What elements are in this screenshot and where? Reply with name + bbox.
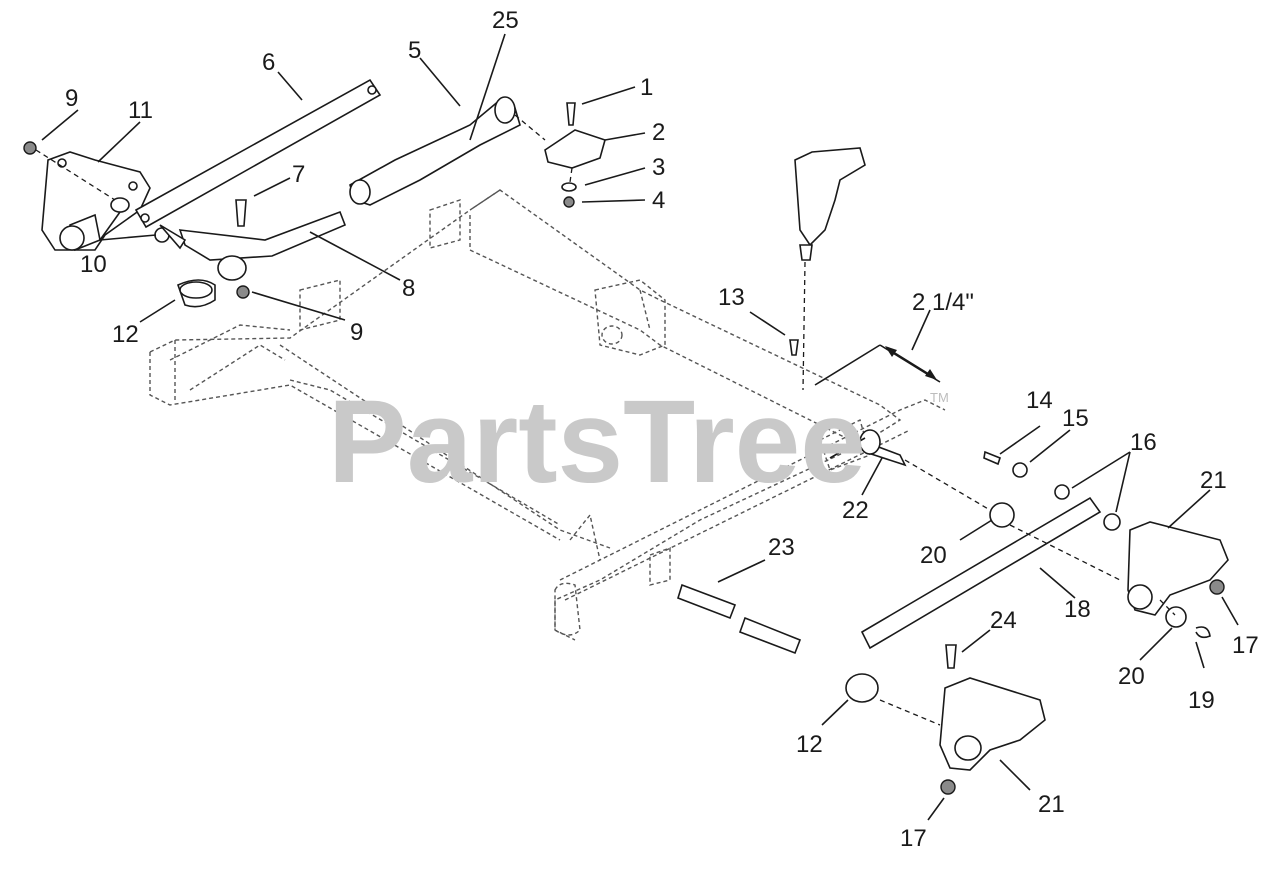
callout-11: 11 bbox=[128, 97, 153, 124]
right-lift-bar bbox=[860, 496, 1102, 650]
assembly-lines bbox=[35, 114, 1176, 726]
callout-1: 1 bbox=[640, 74, 653, 101]
parts bbox=[23, 78, 1229, 795]
clip bbox=[544, 129, 606, 169]
deck-frame bbox=[149, 189, 946, 641]
leader-lines bbox=[41, 33, 1239, 821]
dimension-label: 2 1/4" bbox=[912, 289, 974, 316]
callout-9: 9 bbox=[65, 85, 78, 112]
switch-assembly bbox=[794, 147, 866, 247]
callout-2: 2 bbox=[652, 119, 665, 146]
lift-arm bbox=[178, 210, 347, 261]
callout-17-lower: 17 bbox=[900, 825, 927, 852]
callout-5: 5 bbox=[408, 37, 421, 64]
callout-23: 23 bbox=[768, 534, 795, 561]
callout-16: 16 bbox=[1130, 429, 1157, 456]
callout-21-lower: 21 bbox=[1038, 791, 1065, 818]
callout-19: 19 bbox=[1188, 687, 1215, 714]
callout-6: 6 bbox=[262, 49, 275, 76]
callout-22: 22 bbox=[842, 497, 869, 524]
watermark-trademark: TM bbox=[930, 390, 949, 405]
callout-12-left: 12 bbox=[112, 321, 139, 348]
dimension-2-1-4: 2 1/4" bbox=[814, 289, 974, 386]
watermark: PartsTree TM bbox=[328, 376, 949, 508]
bolt bbox=[235, 199, 247, 227]
callouts: 9 11 6 5 25 1 2 3 4 7 8 9 10 12 13 14 15… bbox=[65, 7, 1259, 852]
callout-10: 10 bbox=[80, 251, 107, 278]
callout-15: 15 bbox=[1062, 405, 1089, 432]
pivot-rod bbox=[677, 583, 737, 620]
callout-14: 14 bbox=[1026, 387, 1053, 414]
callout-25: 25 bbox=[492, 7, 519, 34]
callout-21-upper: 21 bbox=[1200, 467, 1227, 494]
callout-13: 13 bbox=[718, 284, 745, 311]
callout-7: 7 bbox=[292, 161, 305, 188]
lift-bar bbox=[134, 78, 382, 229]
callout-3: 3 bbox=[652, 154, 665, 181]
nut bbox=[23, 141, 37, 155]
callout-4: 4 bbox=[652, 187, 665, 214]
callout-8: 8 bbox=[402, 275, 415, 302]
watermark-text: PartsTree bbox=[328, 376, 866, 508]
callout-20-center: 20 bbox=[920, 542, 947, 569]
actuator bbox=[349, 99, 521, 206]
callout-24: 24 bbox=[990, 607, 1017, 634]
callout-9-lower: 9 bbox=[350, 319, 363, 346]
callout-18: 18 bbox=[1064, 596, 1091, 623]
callout-20-right: 20 bbox=[1118, 663, 1145, 690]
callout-12-lower: 12 bbox=[796, 731, 823, 758]
callout-17-right: 17 bbox=[1232, 632, 1259, 659]
